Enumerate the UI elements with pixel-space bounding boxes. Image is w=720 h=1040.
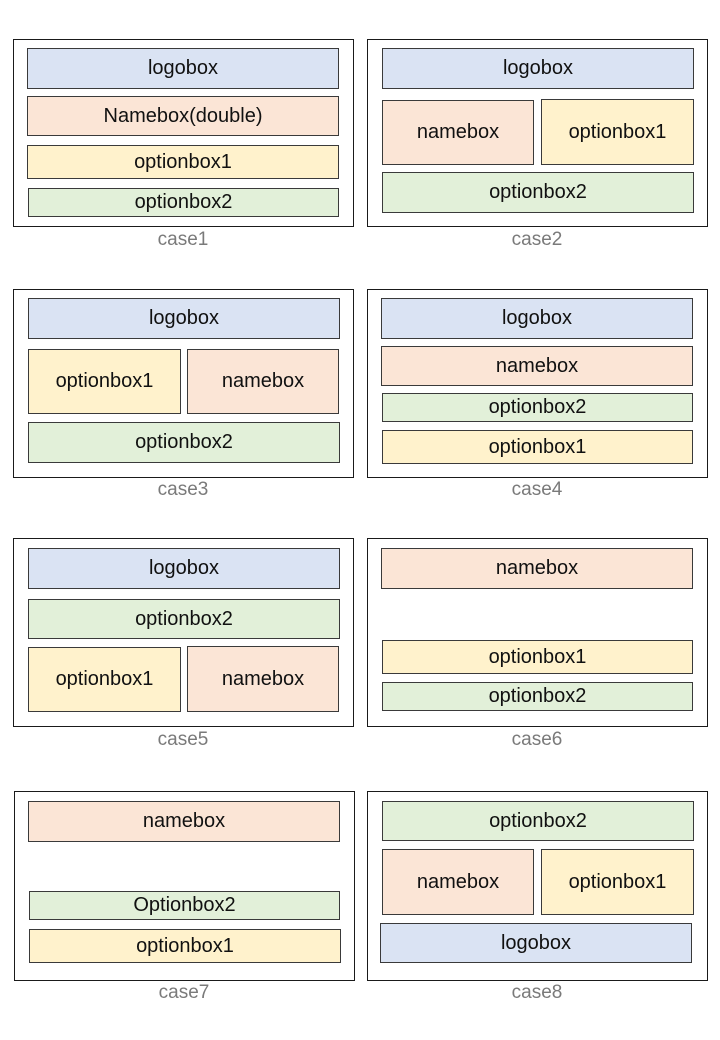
case-caption: case6: [511, 729, 563, 750]
optionbox1-box: optionbox1: [382, 640, 693, 674]
case-caption: case2: [511, 229, 563, 250]
optionbox1-box: optionbox1: [27, 145, 339, 179]
logobox-box: logobox: [380, 923, 692, 963]
optionbox2-box: optionbox2: [382, 393, 693, 422]
case-caption: case8: [511, 982, 563, 1003]
namebox-box: namebox: [28, 801, 340, 842]
namebox-box: namebox: [382, 849, 534, 915]
case-caption: case4: [511, 479, 563, 500]
optionbox2-box: Optionbox2: [29, 891, 340, 920]
namebox-box: namebox: [187, 646, 339, 712]
optionbox2-box: optionbox2: [28, 188, 339, 217]
optionbox1-box: optionbox1: [29, 929, 341, 963]
logobox-box: logobox: [28, 548, 340, 589]
optionbox2-box: optionbox2: [28, 599, 340, 639]
logobox-box: logobox: [382, 48, 694, 89]
namebox-box: namebox: [381, 548, 693, 589]
optionbox2-box: optionbox2: [382, 172, 694, 213]
logobox-box: logobox: [381, 298, 693, 339]
namebox-box: namebox: [382, 100, 534, 165]
case-caption: case3: [157, 479, 209, 500]
namebox-box: namebox: [381, 346, 693, 386]
optionbox1-box: optionbox1: [28, 647, 181, 712]
namebox-box: Namebox(double): [27, 96, 339, 136]
logobox-box: logobox: [27, 48, 339, 89]
namebox-box: namebox: [187, 349, 339, 414]
optionbox1-box: optionbox1: [28, 349, 181, 414]
optionbox2-box: optionbox2: [382, 801, 694, 841]
optionbox1-box: optionbox1: [382, 430, 693, 464]
optionbox1-box: optionbox1: [541, 99, 694, 165]
logobox-box: logobox: [28, 298, 340, 339]
case-caption: case5: [157, 729, 209, 750]
optionbox2-box: optionbox2: [382, 682, 693, 711]
case-caption: case7: [158, 982, 210, 1003]
case-caption: case1: [157, 229, 209, 250]
optionbox2-box: optionbox2: [28, 422, 340, 463]
optionbox1-box: optionbox1: [541, 849, 694, 915]
